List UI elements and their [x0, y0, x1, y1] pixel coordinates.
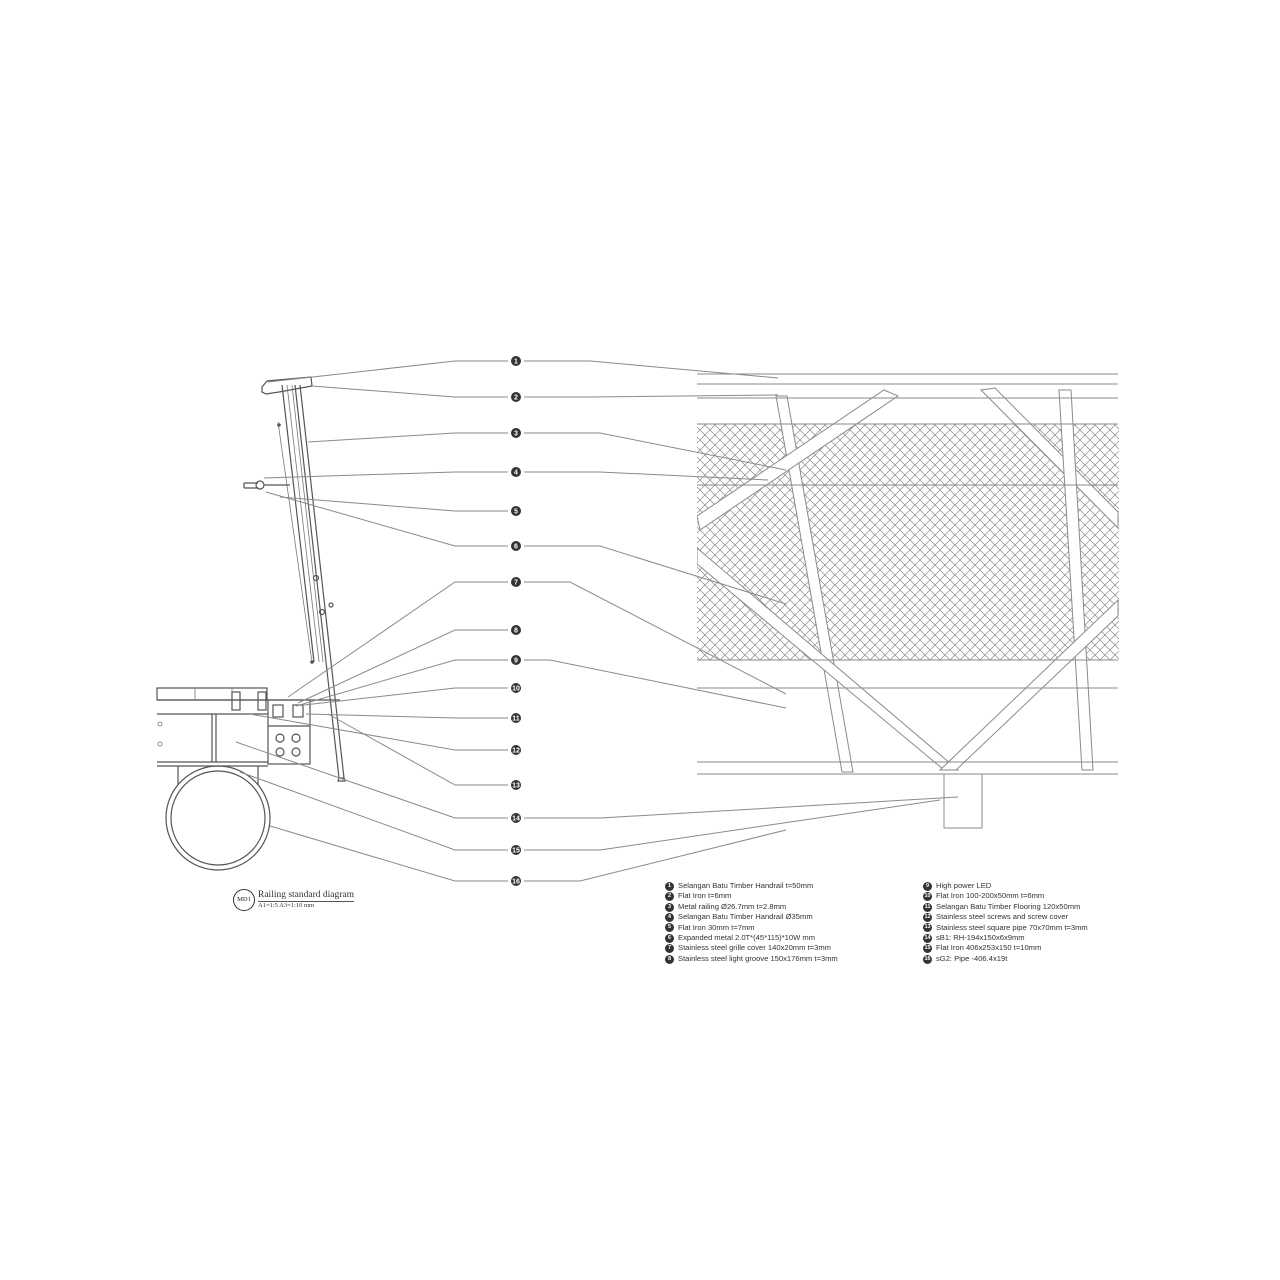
callout-9: 9: [511, 655, 521, 665]
svg-text:15: 15: [512, 848, 520, 855]
diagonal-member-2: [697, 389, 900, 531]
diagonal-member-6: [938, 598, 1119, 771]
callout-12: 12: [511, 745, 521, 755]
svg-text:6: 6: [514, 544, 518, 551]
svg-text:12: 12: [512, 748, 520, 755]
callout-14: 14: [511, 813, 521, 823]
drawing-number-badge: MD1: [233, 889, 255, 911]
callout-2: 2: [511, 392, 521, 402]
railing-post-outer: [281, 384, 315, 663]
svg-text:9: 9: [514, 658, 518, 665]
support-block: [943, 773, 983, 829]
railing-section-view: [156, 376, 346, 871]
callout-1: 1: [511, 356, 521, 366]
svg-text:2: 2: [514, 395, 518, 402]
callout-bubbles: 1 2 3 4 5 6 7 8 9 10 11 12 13 14 15 16: [511, 356, 521, 886]
drawing-title: Railing standard diagram: [258, 890, 355, 902]
callout-8: 8: [511, 625, 521, 635]
svg-text:10: 10: [512, 686, 520, 693]
callout-10: 10: [511, 683, 521, 693]
callout-5: 5: [511, 506, 521, 516]
svg-text:3: 3: [514, 431, 518, 438]
timber-flooring: [156, 687, 268, 701]
callout-15: 15: [511, 845, 521, 855]
intermediate-handrail: [255, 480, 265, 490]
railing-elevation-view: [697, 373, 1119, 829]
svg-text:13: 13: [512, 783, 520, 790]
svg-text:5: 5: [514, 509, 518, 516]
svg-text:14: 14: [512, 816, 520, 823]
callout-6: 6: [511, 541, 521, 551]
callout-13: 13: [511, 780, 521, 790]
callout-16: 16: [511, 876, 521, 886]
callout-11: 11: [511, 713, 521, 723]
railing-post-main: [294, 384, 340, 779]
svg-text:16: 16: [512, 879, 520, 886]
svg-text:1: 1: [514, 359, 518, 366]
steel-pipe-outer: [165, 765, 271, 871]
svg-text:4: 4: [514, 470, 518, 477]
callout-4: 4: [511, 467, 521, 477]
leader-lines: [235, 360, 959, 882]
svg-text:8: 8: [514, 628, 518, 635]
callout-3: 3: [511, 428, 521, 438]
svg-text:7: 7: [514, 580, 518, 587]
intermediate-handrail-bracket: [243, 482, 258, 489]
light-groove-box: [267, 699, 311, 765]
callout-7: 7: [511, 577, 521, 587]
steel-pipe-inner: [170, 770, 266, 866]
svg-text:11: 11: [512, 716, 520, 723]
drawing-scale: A1=1:5 A3=1:10 mm: [258, 902, 315, 909]
